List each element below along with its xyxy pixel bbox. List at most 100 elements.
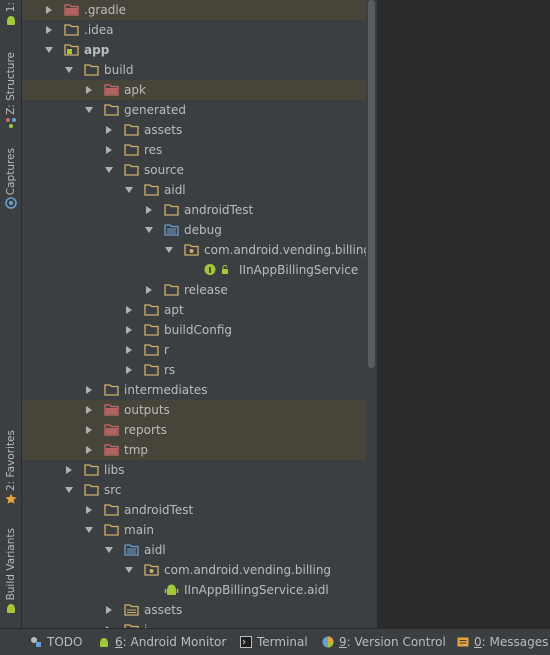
chevron-right-icon[interactable] — [86, 86, 92, 94]
tree-node[interactable]: release — [22, 280, 366, 300]
tree-node[interactable]: IInAppBillingService.aidl — [22, 580, 366, 600]
tree-node-label: r — [164, 343, 169, 357]
chevron-down-icon[interactable] — [105, 547, 113, 553]
tree-node[interactable]: intermediates — [22, 380, 366, 400]
tree-node[interactable]: com.android.vending.billing — [22, 560, 366, 580]
tree-node[interactable]: libs — [22, 460, 366, 480]
tree-node[interactable]: aidl — [22, 540, 366, 560]
sidebar-tab[interactable]: Z: Structure — [0, 52, 21, 131]
tree-node[interactable]: buildConfig — [22, 320, 366, 340]
chevron-right-icon[interactable] — [146, 286, 152, 294]
tree-node[interactable]: com.android.vending.billing — [22, 240, 371, 260]
tree-node[interactable]: outputs — [22, 400, 366, 420]
chevron-right-icon[interactable] — [46, 26, 52, 34]
sidebar-tab[interactable]: Build Variants — [0, 528, 21, 616]
tree-scrollbar[interactable] — [366, 0, 377, 628]
tree-node[interactable]: debug — [22, 220, 366, 240]
tree-node[interactable]: app — [22, 40, 366, 60]
chevron-down-icon[interactable] — [85, 527, 93, 533]
chevron-right-icon[interactable] — [106, 626, 112, 628]
sidebar-tab[interactable]: Captures — [0, 148, 21, 211]
tree-node-label: src — [104, 483, 122, 497]
chevron-right-icon[interactable] — [106, 146, 112, 154]
tree-node[interactable]: generated — [22, 100, 366, 120]
chevron-down-icon[interactable] — [65, 487, 73, 493]
tree-node[interactable]: j — [22, 620, 366, 628]
tree-node-label: tmp — [124, 443, 149, 457]
chevron-down-icon[interactable] — [105, 167, 113, 173]
sidebar-tab[interactable]: 1: — [0, 2, 21, 28]
tree-node[interactable]: main — [22, 520, 366, 540]
tree-node[interactable]: src — [22, 480, 366, 500]
tree-node[interactable]: tmp — [22, 440, 366, 460]
tree-node[interactable]: build — [22, 60, 366, 80]
chevron-right-icon[interactable] — [126, 346, 132, 354]
tree-node[interactable]: rs — [22, 360, 366, 380]
tree-node-label: com.android.vending.billing — [164, 563, 332, 577]
bottom-tab[interactable]: 9: Version Control — [322, 629, 446, 655]
chevron-right-icon[interactable] — [46, 6, 52, 14]
chevron-right-icon[interactable] — [126, 306, 132, 314]
android-project-icon — [5, 14, 17, 26]
chevron-right-icon[interactable] — [86, 406, 92, 414]
chevron-right-icon[interactable] — [106, 126, 112, 134]
chevron-down-icon[interactable] — [85, 107, 93, 113]
bottom-tab[interactable]: 0: Messages — [457, 629, 548, 655]
bottom-tab[interactable]: Terminal — [240, 629, 308, 655]
chevron-right-icon[interactable] — [126, 326, 132, 334]
resources-folder-icon — [124, 603, 139, 616]
tree-node[interactable]: .gradle — [22, 0, 366, 20]
bottom-tab[interactable]: TODO — [30, 629, 82, 655]
chevron-right-icon[interactable] — [126, 366, 132, 374]
bottom-tab-text: Terminal — [257, 635, 308, 649]
source-folder-icon — [164, 223, 179, 236]
chevron-down-icon[interactable] — [145, 227, 153, 233]
bottom-tab-shortcut: 9 — [339, 635, 347, 649]
chevron-right-icon[interactable] — [66, 466, 72, 474]
chevron-right-icon[interactable] — [86, 506, 92, 514]
terminal-icon — [240, 636, 252, 648]
chevron-right-icon[interactable] — [86, 386, 92, 394]
chevron-right-icon[interactable] — [86, 426, 92, 434]
tree-node-label: androidTest — [184, 203, 254, 217]
bottom-tab[interactable]: 6: Android Monitor — [98, 629, 226, 655]
chevron-down-icon[interactable] — [125, 187, 133, 193]
captures-icon — [4, 197, 17, 209]
folder-plain-icon — [124, 163, 139, 176]
tree-node[interactable]: res — [22, 140, 366, 160]
tree-node-label: aidl — [164, 183, 186, 197]
tree-node-label: buildConfig — [164, 323, 233, 337]
tree-node[interactable]: assets — [22, 120, 366, 140]
chevron-down-icon[interactable] — [65, 67, 73, 73]
chevron-right-icon[interactable] — [106, 606, 112, 614]
tree-node[interactable]: assets — [22, 600, 366, 620]
sidebar-tab[interactable]: 2: Favorites — [0, 430, 21, 507]
tree-node[interactable]: androidTest — [22, 500, 366, 520]
chevron-down-icon[interactable] — [125, 567, 133, 573]
editor-area — [377, 0, 550, 628]
tree-node[interactable]: apk — [22, 80, 366, 100]
tree-node-label: apk — [124, 83, 146, 97]
tree-node-label: source — [144, 163, 184, 177]
structure-icon — [5, 117, 17, 129]
tree-node[interactable]: apt — [22, 300, 366, 320]
tree-node[interactable]: source — [22, 160, 366, 180]
folder-plain-icon — [84, 463, 99, 476]
scrollbar-thumb[interactable] — [368, 0, 375, 368]
tree-node[interactable]: androidTest — [22, 200, 366, 220]
tree-node[interactable]: reports — [22, 420, 366, 440]
chevron-down-icon[interactable] — [165, 247, 173, 253]
chevron-down-icon[interactable] — [45, 47, 53, 53]
folder-plain-icon — [124, 123, 139, 136]
tree-node-label: main — [124, 523, 154, 537]
chevron-right-icon[interactable] — [86, 446, 92, 454]
tree-node[interactable]: r — [22, 340, 366, 360]
chevron-right-icon[interactable] — [146, 206, 152, 214]
tree-node-label: reports — [124, 423, 167, 437]
folder-plain-icon — [104, 103, 119, 116]
tree-node[interactable]: aidl — [22, 180, 366, 200]
tree-node[interactable]: .idea — [22, 20, 366, 40]
bottom-tab-label: TODO — [47, 635, 82, 649]
